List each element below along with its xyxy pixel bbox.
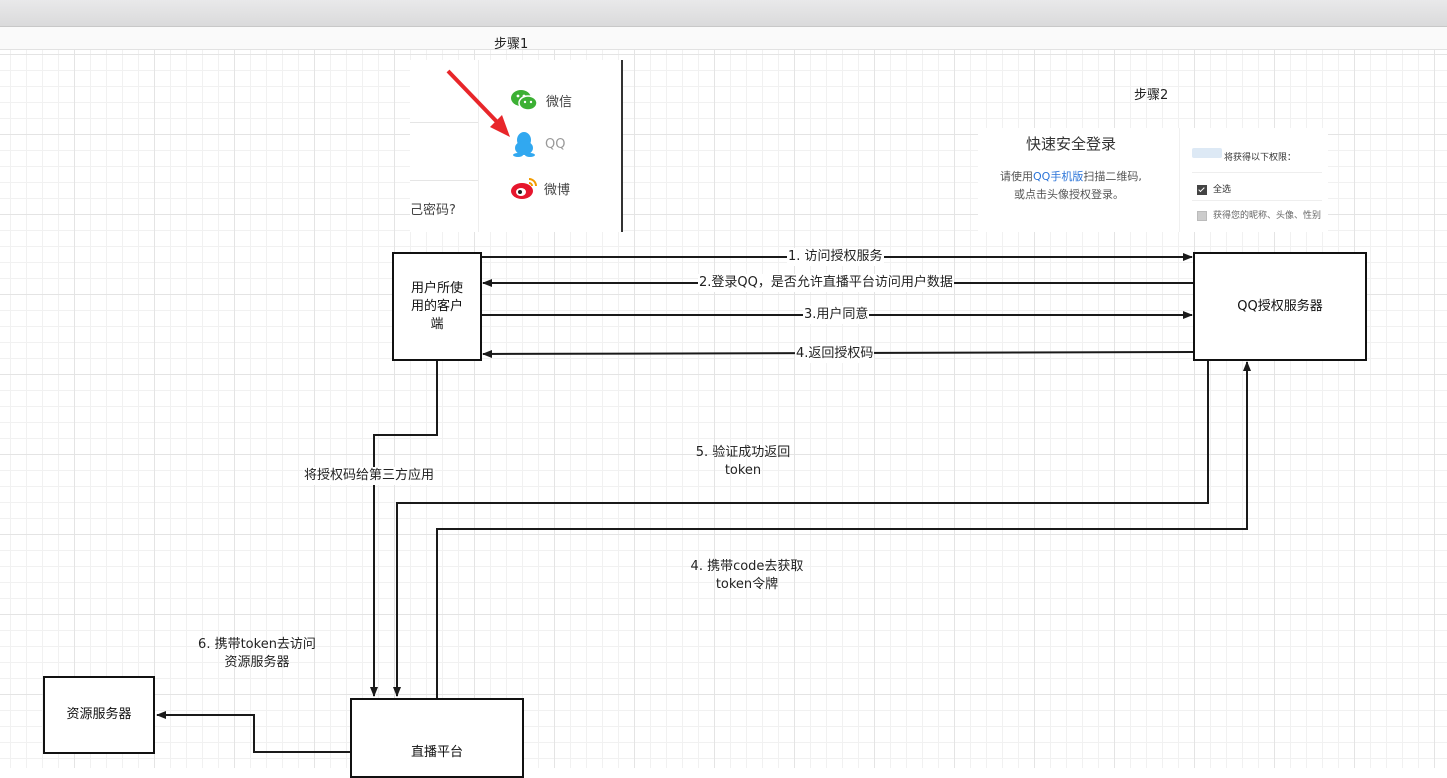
- live-platform-label: 直播平台: [410, 745, 463, 760]
- edge-6-label-line2: 资源服务器: [224, 655, 290, 670]
- forgot-password-link[interactable]: 己密码?: [410, 203, 456, 218]
- qq-penguin-icon: [513, 132, 535, 157]
- wechat-label: 微信: [546, 94, 573, 110]
- edge-4b-label-line2: token令牌: [715, 577, 779, 592]
- edge-code-label: 将授权码给第三方应用: [303, 467, 436, 485]
- edge-4-label: 4.返回授权码: [795, 345, 875, 363]
- wechat-icon: [511, 90, 538, 111]
- login-option-wechat[interactable]: 微信: [510, 88, 572, 112]
- edge-2-label: 2.登录QQ，是否允许直播平台访问用户数据: [698, 274, 954, 292]
- edge-1-label: 1. 访问授权服务: [787, 248, 884, 266]
- resource-server-box[interactable]: 资源服务器: [43, 676, 155, 754]
- edge-6-line: [156, 711, 350, 753]
- client-line-3: 端: [430, 316, 444, 332]
- step1-label: 步骤1: [494, 37, 529, 52]
- login-option-qq[interactable]: QQ: [513, 131, 565, 157]
- qq-auth-server-label: QQ授权服务器: [1237, 298, 1323, 314]
- edge-code-line: [370, 360, 438, 697]
- perm-divider-2: [1192, 200, 1322, 201]
- client-line-1: 用户所使: [410, 280, 463, 296]
- step2-label: 步骤2: [1134, 88, 1169, 103]
- browser-toolbar: [0, 0, 1447, 27]
- edge-5-label-line2: token: [724, 463, 762, 478]
- perm-profile-item[interactable]: 获得您的昵称、头像、性别: [1197, 208, 1321, 221]
- step1-panel-edge: [621, 60, 623, 232]
- edge-3-label: 3.用户同意: [803, 306, 870, 324]
- profile-checkbox[interactable]: [1197, 210, 1207, 221]
- edge-5-line: [393, 360, 1209, 697]
- panel-divider-bottom: [410, 180, 478, 181]
- edge-5-label-line1: 5. 验证成功返回: [695, 445, 791, 460]
- diagram-canvas[interactable]: [0, 50, 1447, 768]
- instruction-suffix: 扫描二维码,: [1083, 170, 1142, 183]
- edge-4b-label-line1: 4. 携带code去获取: [690, 559, 804, 574]
- resource-server-label: 资源服务器: [66, 707, 132, 722]
- client-box[interactable]: 用户所使 用的客户 端: [392, 252, 482, 361]
- login-option-weibo[interactable]: 微博: [510, 175, 570, 201]
- select-all-label: 全选: [1213, 185, 1232, 195]
- qq-auth-server-box[interactable]: QQ授权服务器: [1193, 252, 1367, 361]
- edge-4b-line: [436, 361, 1251, 699]
- panel-divider-vertical: [478, 60, 479, 232]
- weibo-icon: [511, 178, 537, 199]
- step1-login-panel: 己密码? 微信 QQ 微博: [410, 60, 622, 232]
- edge-6-label-line1: 6. 携带token去访问: [198, 637, 316, 652]
- profile-label: 获得您的昵称、头像、性别: [1213, 211, 1322, 221]
- perm-divider: [1192, 172, 1322, 173]
- red-pointer-arrow: [446, 69, 510, 137]
- editor-ruler-bar: [0, 27, 1447, 50]
- live-platform-box[interactable]: 直播平台: [350, 698, 524, 778]
- blurred-app-avatar: [1192, 148, 1222, 158]
- edge-6-label: 6. 携带token去访问 资源服务器: [180, 636, 334, 672]
- permissions-title: 将获得以下权限：: [1224, 153, 1297, 163]
- qq-login-title: 快速安全登录: [1026, 135, 1117, 153]
- step2-qq-auth-panel: 快速安全登录 请使用QQ手机版扫描二维码, 或点击头像授权登录。 将获得以下权限…: [978, 128, 1328, 232]
- qq-mobile-link[interactable]: QQ手机版: [1033, 170, 1084, 183]
- client-line-2: 用的客户: [410, 298, 463, 314]
- weibo-label: 微博: [544, 182, 571, 198]
- instruction-prefix: 请使用: [1000, 170, 1033, 183]
- select-all-checkbox[interactable]: [1197, 184, 1207, 195]
- permissions-column: 将获得以下权限： 全选 获得您的昵称、头像、性别: [1179, 128, 1328, 232]
- qq-login-instruction: 请使用QQ手机版扫描二维码,: [1000, 168, 1142, 184]
- qq-login-instruction-line2: 或点击头像授权登录。: [1014, 188, 1124, 201]
- perm-select-all[interactable]: 全选: [1197, 182, 1231, 195]
- panel-divider-top: [410, 122, 478, 123]
- qq-label: QQ: [545, 136, 566, 152]
- edge-5-label: 5. 验证成功返回 token: [680, 444, 806, 480]
- edge-4b-label: 4. 携带code去获取 token令牌: [672, 558, 822, 594]
